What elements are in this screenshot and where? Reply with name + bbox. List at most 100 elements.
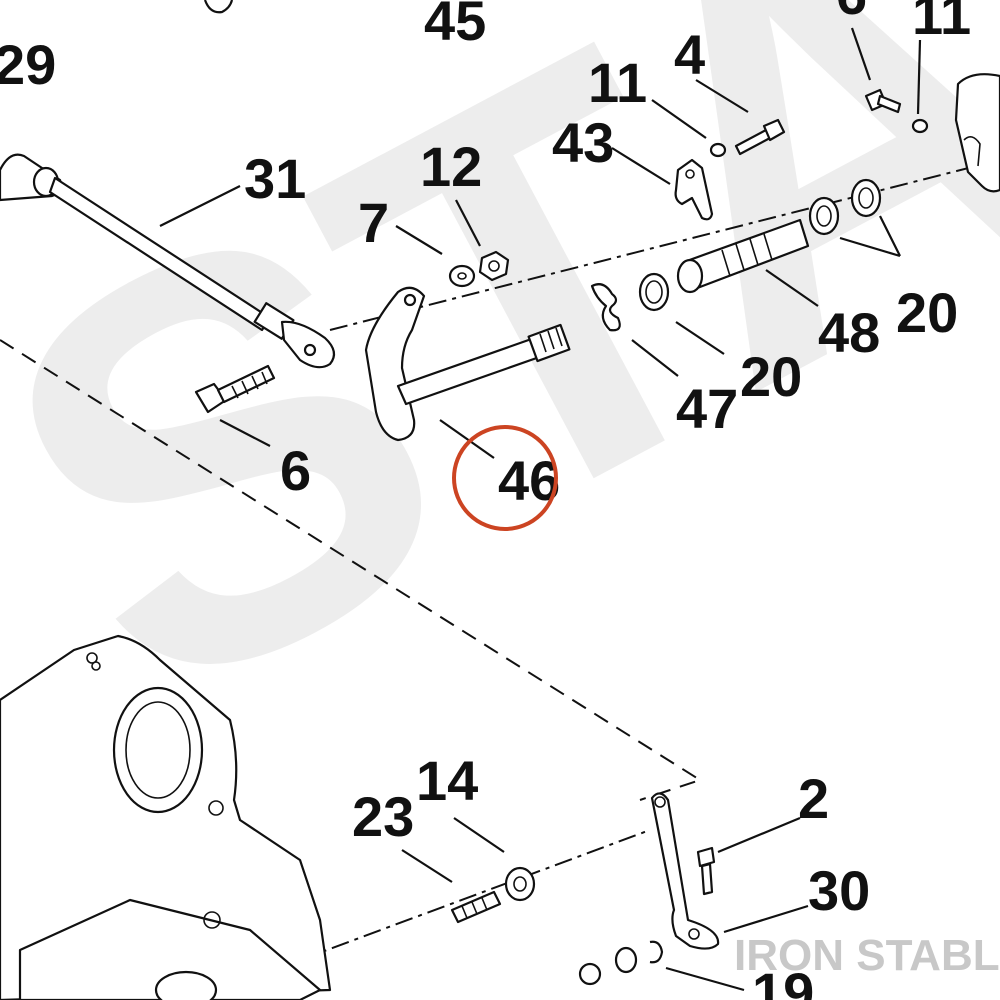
part-31-rod: [0, 153, 336, 369]
lever-spline: [527, 323, 571, 363]
housing-bore: [112, 686, 204, 814]
part-30-lever: [650, 792, 720, 950]
stud-23: [450, 890, 502, 924]
bracket-43-hole: [685, 169, 695, 179]
bushing-48-end: [676, 258, 704, 294]
rod-end-hole: [303, 343, 317, 357]
part-6-top-screw: [864, 88, 902, 114]
part-12-nut: [478, 250, 510, 282]
bolt-6-shank: [216, 364, 276, 404]
part-11-washer: [709, 142, 727, 158]
housing-bore-inner: [125, 701, 191, 799]
label-48: 48: [818, 301, 880, 364]
bracket-43: [674, 158, 714, 221]
washer-7-hole: [457, 272, 467, 280]
part-45-fragment: [203, 0, 234, 14]
label-6: 6: [280, 439, 311, 502]
leader-12: [455, 199, 481, 247]
washer-20-right-a-inner: [816, 205, 832, 227]
label-7: 7: [358, 191, 389, 254]
leader-20: [675, 321, 725, 355]
leader-2: [717, 816, 801, 854]
lever-hole: [403, 293, 417, 307]
part-20-washers-right: [808, 178, 882, 236]
clip-19: [649, 940, 664, 964]
part-6-bolt: [194, 364, 276, 414]
label-20: 20: [740, 345, 802, 408]
washer-20: [638, 272, 670, 312]
housing-base: [18, 898, 322, 1000]
part-labels: 45 29 6 11 4 11 43 31 12 7 20 48 20 47 6…: [0, 0, 971, 1000]
iron-stable-watermark: IRON STABLE: [734, 931, 1000, 980]
washer-20-inner: [645, 280, 663, 304]
label-29: 29: [0, 33, 56, 96]
leader-6-top: [850, 27, 872, 81]
label-45: 45: [424, 0, 486, 52]
part-47-clip: [590, 283, 621, 332]
nut-12: [478, 250, 510, 282]
lever-30-bore: [688, 928, 700, 940]
leader-47: [631, 339, 679, 377]
screw-6-top-shank: [876, 94, 902, 114]
housing-hole-c: [208, 800, 224, 816]
screw-4-head: [762, 118, 786, 142]
leader-20-right: [839, 215, 901, 258]
washer-11: [709, 142, 727, 158]
lower-axis-line: [299, 829, 651, 961]
label-11-top: 11: [912, 0, 971, 46]
shaft-axis-line: [329, 159, 1000, 331]
part-45-shape: [203, 0, 234, 14]
nut-14-hole: [513, 876, 527, 892]
nut-14: [504, 866, 536, 902]
leader-14: [453, 817, 505, 853]
nut-12-hole: [488, 260, 500, 272]
part-14-nut: [504, 866, 536, 902]
washer-20-right-a: [808, 196, 840, 236]
label-2: 2: [798, 767, 829, 830]
label-4: 4: [674, 23, 705, 86]
leader-30: [723, 904, 809, 934]
block-slot: [963, 136, 981, 167]
housing-hole-a: [86, 652, 98, 664]
leader-7: [395, 225, 443, 255]
rod-shaft: [48, 176, 272, 332]
spline-teeth: [539, 327, 563, 353]
lower-housing: [0, 634, 332, 1000]
part-7-washer: [448, 264, 476, 288]
part-46-lever: [364, 286, 571, 442]
label-12: 12: [420, 135, 482, 198]
leader-31: [159, 185, 241, 227]
part-2-screw: [696, 846, 716, 896]
housing-flange: [0, 634, 332, 1000]
leader-11: [651, 99, 707, 139]
part-20-washer: [638, 272, 670, 312]
washer-7: [448, 264, 476, 288]
leader-4: [695, 79, 749, 113]
leader-46: [439, 419, 495, 459]
washer-11-top: [911, 118, 929, 134]
bolt-6-thread: [231, 371, 268, 399]
washer-20-right-b-inner: [858, 187, 874, 209]
washer-20-right-b: [850, 178, 882, 218]
part-11-top-washer: [911, 118, 929, 134]
highlight-circle: [452, 425, 558, 531]
lever-30: [650, 792, 720, 950]
leader-lines: [159, 27, 922, 992]
clip-47: [590, 283, 621, 332]
leader-43: [611, 147, 671, 185]
stud-23-thread: [461, 897, 488, 919]
label-43: 43: [552, 111, 614, 174]
leader-48: [765, 269, 819, 307]
label-11: 11: [588, 51, 647, 114]
label-30: 30: [808, 859, 870, 922]
housing-hole-b: [91, 661, 101, 671]
leader-6: [219, 419, 271, 447]
washer-19-b: [614, 946, 638, 974]
label-31: 31: [244, 147, 306, 210]
leader-11-top: [916, 39, 922, 115]
part-23-stud: [450, 890, 502, 924]
part-4-screw: [734, 118, 786, 156]
leader-19: [665, 966, 745, 992]
label-6-top: 6: [836, 0, 867, 26]
